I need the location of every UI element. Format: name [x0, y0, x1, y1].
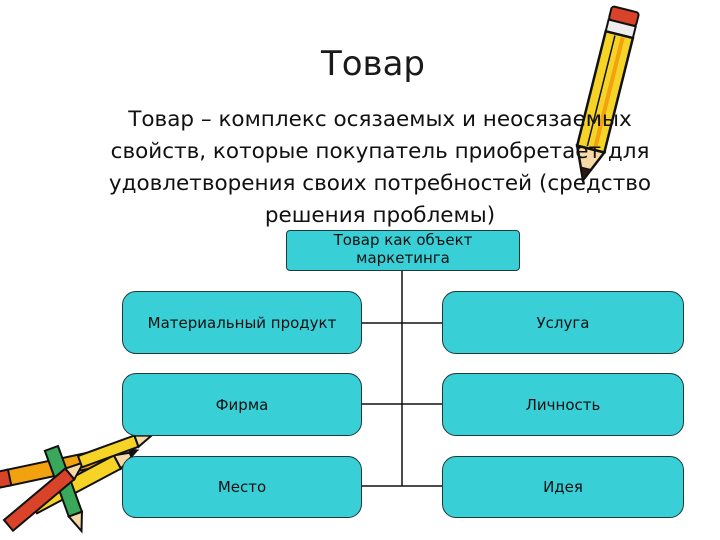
node-left-2: Фирма	[122, 373, 362, 436]
node-right-3: Идея	[442, 456, 684, 518]
node-left-3: Место	[122, 456, 362, 518]
definition-term: Товар	[128, 107, 195, 132]
definition-body: – комплекс осязаемых и неосязаемых свойс…	[108, 107, 652, 228]
slide-title: Товар	[320, 44, 426, 84]
root-node: Товар как объект маркетинга	[286, 230, 520, 271]
node-right-2: Личность	[442, 373, 684, 436]
node-left-1: Материальный продукт	[122, 291, 362, 354]
node-right-1: Услуга	[442, 291, 684, 354]
definition-text: Товар – комплекс осязаемых и неосязаемых…	[90, 104, 670, 232]
